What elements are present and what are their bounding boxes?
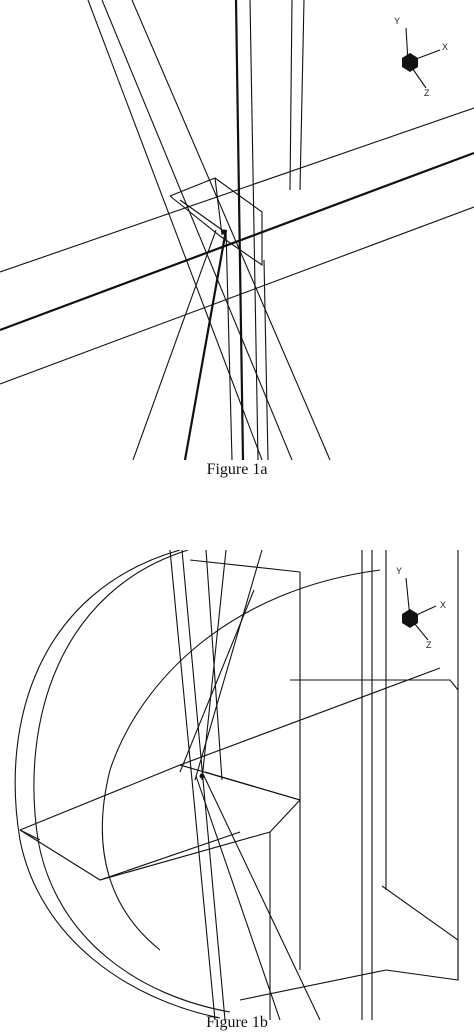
axis-y-label: Y — [396, 566, 402, 576]
figure-1a-caption: Figure 1a — [206, 461, 268, 478]
axis-z-label: Z — [424, 88, 430, 98]
wireframe-drawing-1b: Y X Z — [14, 550, 459, 1020]
axis-z-label: Z — [426, 640, 432, 650]
axis-x-label: X — [442, 42, 448, 52]
wireframe-drawing-1a: Y X Z — [0, 0, 474, 460]
axis-x-label: X — [440, 600, 446, 610]
axis-triad-icon: Y X Z — [394, 16, 448, 98]
axis-y-label: Y — [394, 16, 400, 26]
figure-1b: Y X Z — [0, 550, 474, 1020]
figure-1b-caption: Figure 1b — [206, 1014, 268, 1031]
figure-1a: Y X Z — [0, 0, 474, 460]
axis-triad-icon: Y X Z — [396, 566, 446, 650]
